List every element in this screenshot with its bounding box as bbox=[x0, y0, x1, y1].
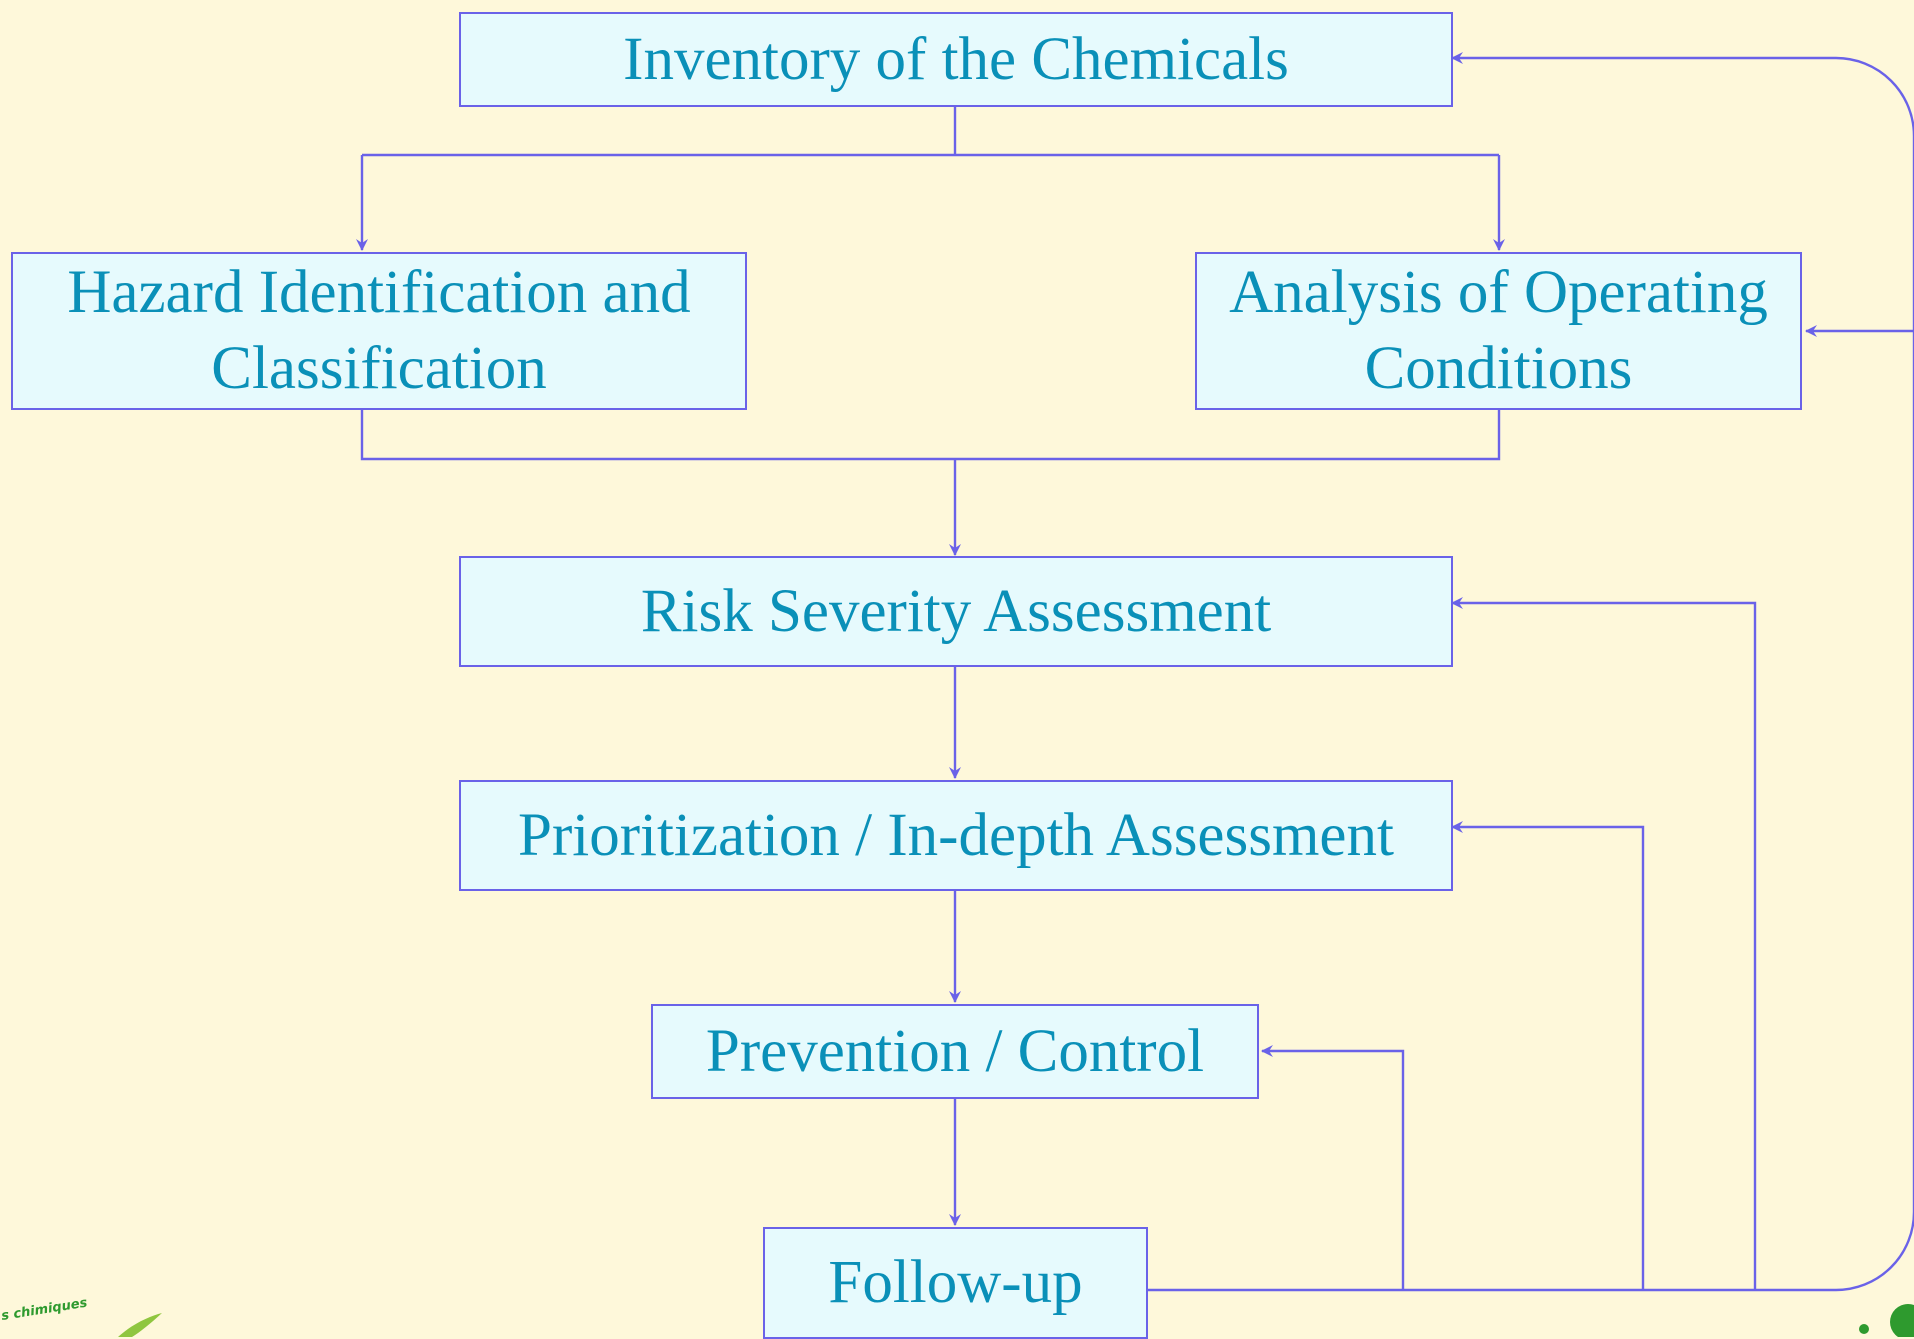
node-followup: Follow-up bbox=[763, 1227, 1148, 1339]
feedback-arrow-to-risk bbox=[1451, 597, 1757, 1290]
connector-inventory-split bbox=[362, 107, 1499, 157]
node-prioritization: Prioritization / In-depth Assessment bbox=[459, 780, 1453, 891]
feedback-outer-loop bbox=[1451, 52, 1914, 1292]
logo-text: s chimiques bbox=[0, 1296, 88, 1324]
feedback-arrow-to-prioritization bbox=[1451, 821, 1645, 1290]
node-risk-label: Risk Severity Assessment bbox=[640, 577, 1272, 645]
node-inventory-label: Inventory of the Chemicals bbox=[623, 25, 1289, 93]
dot-icon-large bbox=[1890, 1304, 1914, 1337]
dot-icon bbox=[1859, 1324, 1869, 1334]
node-prioritization-label: Prioritization / In-depth Assessment bbox=[518, 801, 1394, 869]
feedback-arrow-to-prevention bbox=[1261, 1045, 1405, 1290]
node-risk: Risk Severity Assessment bbox=[459, 556, 1453, 667]
connector-merge bbox=[360, 410, 1501, 461]
node-hazard: Hazard Identification and Classification bbox=[11, 252, 747, 410]
node-followup-label: Follow-up bbox=[828, 1249, 1083, 1317]
leaf-icon bbox=[118, 1313, 162, 1337]
node-analysis: Analysis of Operating Conditions bbox=[1195, 252, 1802, 410]
node-analysis-label: Analysis of Operating Conditions bbox=[1229, 259, 1768, 402]
node-inventory: Inventory of the Chemicals bbox=[459, 12, 1453, 107]
logo-left: s chimiques bbox=[0, 1296, 162, 1337]
node-prevention: Prevention / Control bbox=[651, 1004, 1259, 1099]
node-prevention-label: Prevention / Control bbox=[705, 1017, 1205, 1085]
node-hazard-label: Hazard Identification and Classification bbox=[67, 259, 691, 402]
logo-right bbox=[1859, 1304, 1914, 1337]
